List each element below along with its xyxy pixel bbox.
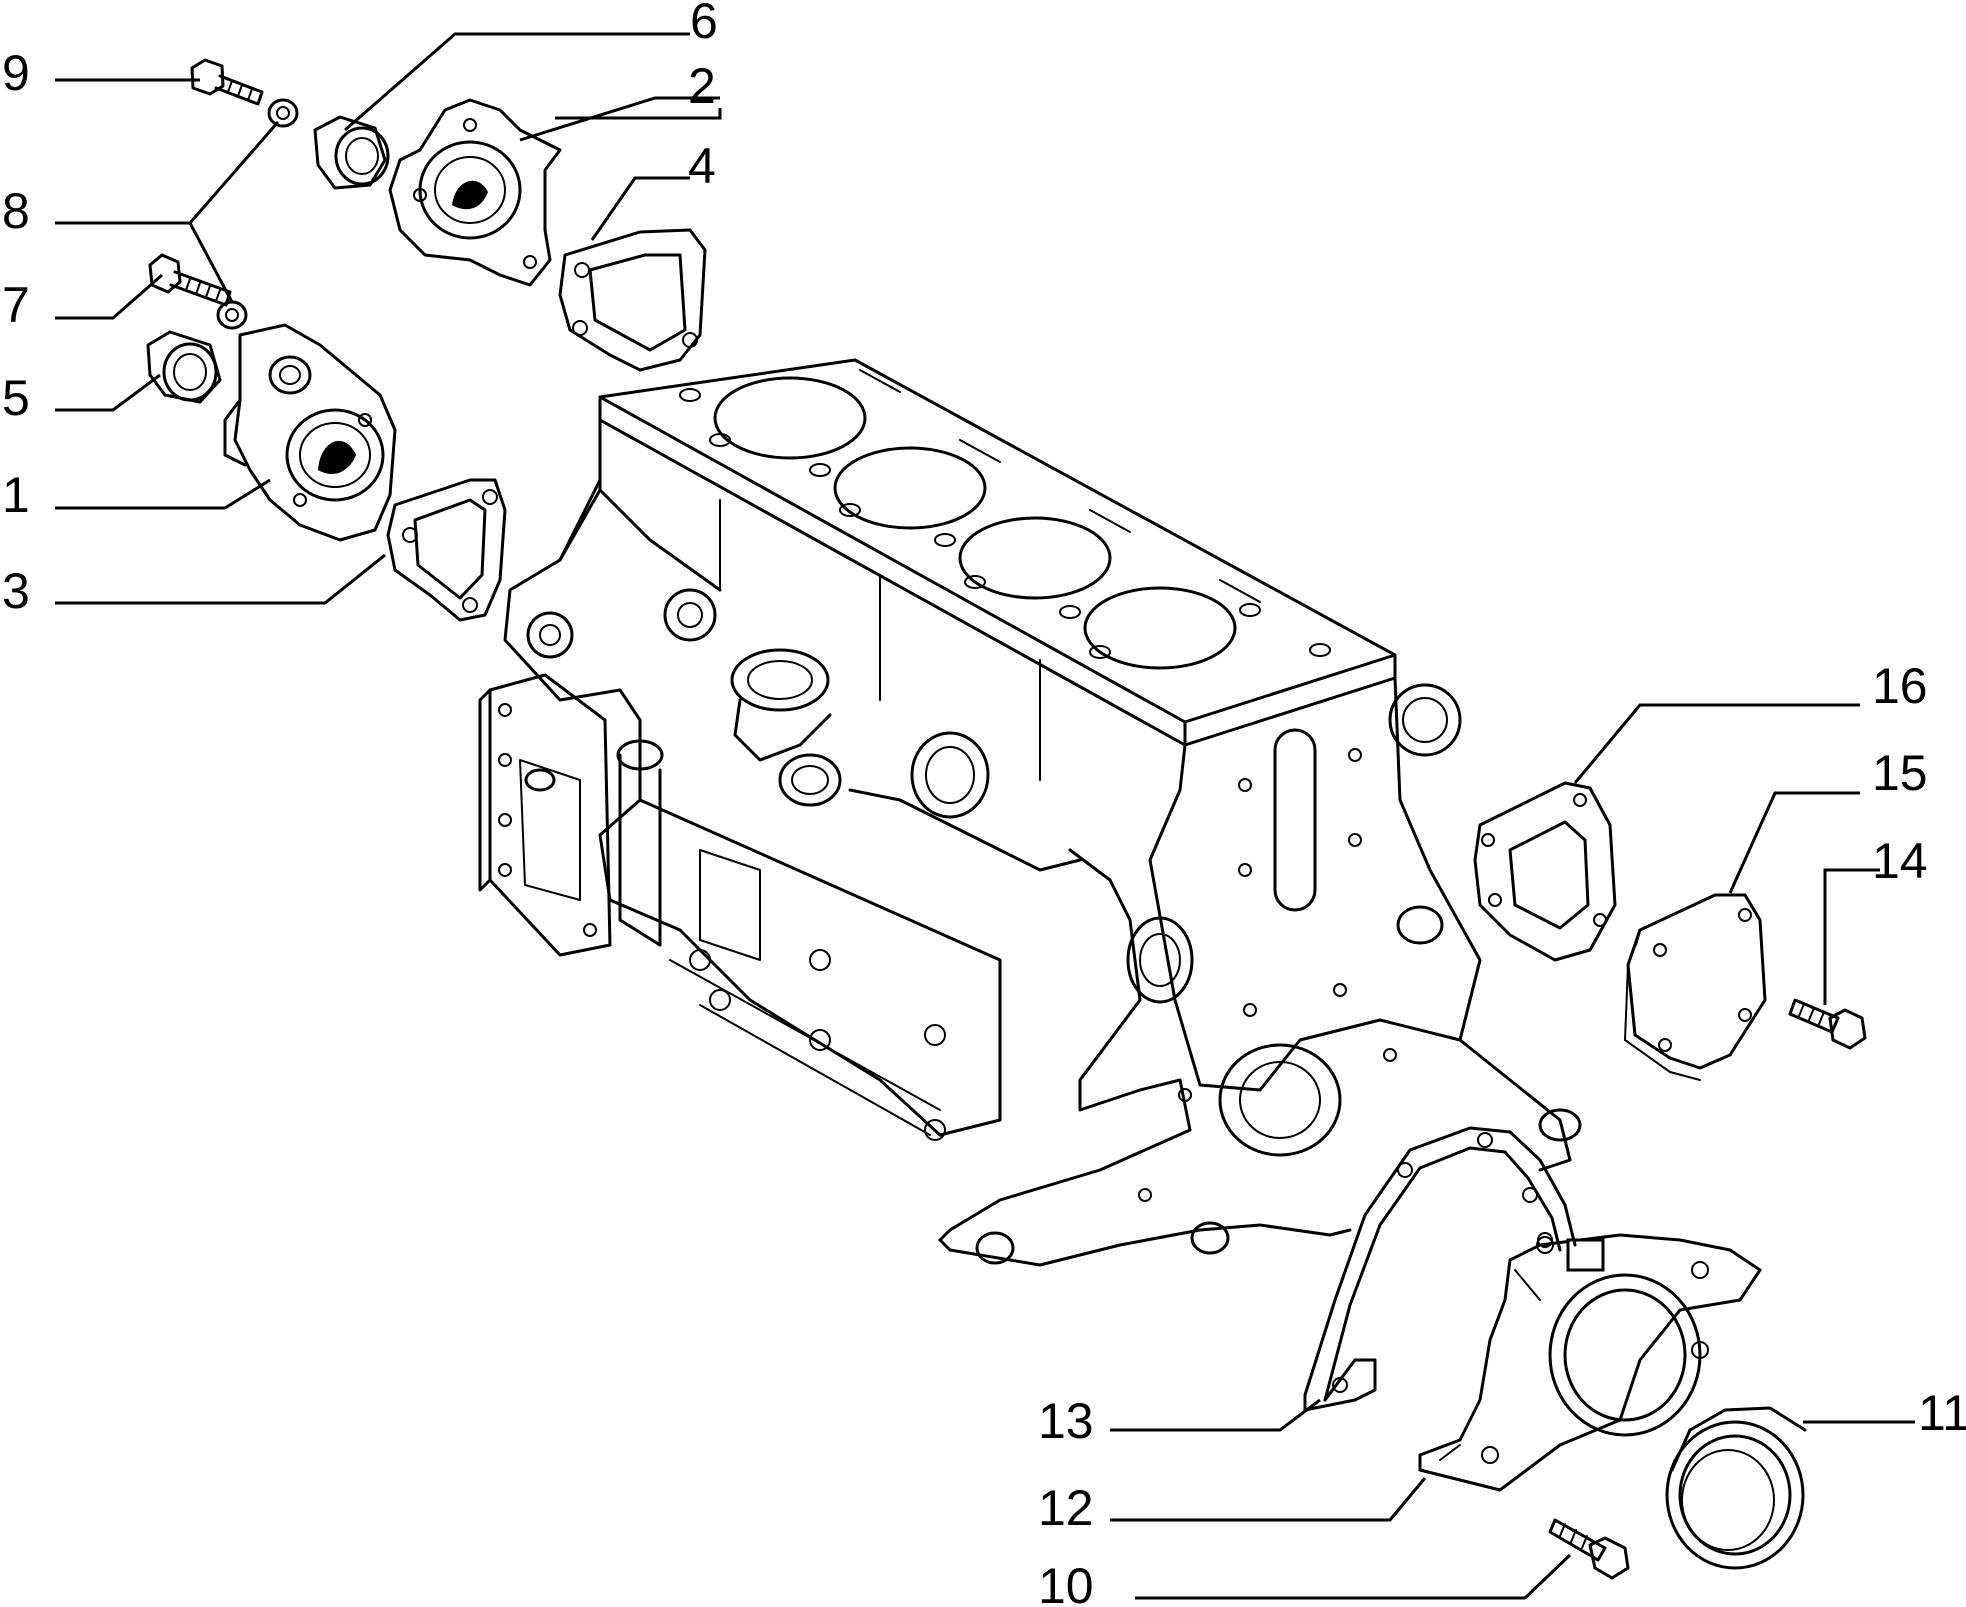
leader-8-upper bbox=[188, 121, 280, 224]
callout-8: 8 bbox=[2, 183, 30, 239]
leader-15 bbox=[1728, 791, 1860, 894]
part-13-rear-gasket bbox=[1303, 1126, 1577, 1412]
part-3-lower-gasket bbox=[386, 478, 507, 622]
leader-4 bbox=[590, 176, 690, 241]
leader-12 bbox=[1110, 1477, 1427, 1522]
leader-5 bbox=[55, 373, 161, 412]
leader-1 bbox=[55, 478, 271, 510]
part-12-seal-carrier bbox=[1418, 1233, 1762, 1492]
part-1-water-pump-housing bbox=[223, 323, 397, 542]
callout-14: 14 bbox=[1872, 833, 1928, 889]
leader-14-top bbox=[1823, 868, 1880, 885]
part-2-upper-flange bbox=[388, 98, 562, 287]
part-14-cover-bolt bbox=[1788, 998, 1867, 1050]
callout-2: 2 bbox=[688, 58, 716, 114]
leader-6 bbox=[344, 32, 690, 132]
part-9-upper-bolt bbox=[190, 58, 264, 106]
part-4-upper-gasket bbox=[558, 228, 707, 372]
leader-3 bbox=[55, 553, 386, 605]
part-11-oil-seal bbox=[1665, 1406, 1807, 1570]
part-7-lower-bolt bbox=[148, 253, 232, 307]
leader-10 bbox=[1135, 1553, 1572, 1600]
part-16-cover-gasket bbox=[1473, 781, 1617, 962]
callout-16: 16 bbox=[1872, 658, 1928, 714]
part-5-lower-seal-ring bbox=[146, 330, 222, 404]
leader-lines bbox=[55, 32, 1915, 1600]
part-15-cover-plate bbox=[1624, 893, 1767, 1081]
callout-9: 9 bbox=[2, 45, 30, 101]
callout-3: 3 bbox=[2, 563, 30, 619]
callout-10: 10 bbox=[1038, 1558, 1094, 1607]
callout-4: 4 bbox=[688, 138, 716, 194]
callout-1: 1 bbox=[2, 467, 30, 523]
leader-2-link bbox=[519, 96, 720, 142]
callout-12: 12 bbox=[1038, 1480, 1094, 1536]
part-6-upper-seal-ring bbox=[313, 115, 390, 190]
leader-16 bbox=[1573, 703, 1860, 784]
engine-block bbox=[478, 358, 1582, 1267]
callout-5: 5 bbox=[2, 370, 30, 426]
callout-13: 13 bbox=[1038, 1393, 1094, 1449]
callout-11: 11 bbox=[1918, 1385, 1966, 1441]
leader-7 bbox=[55, 273, 163, 320]
callout-15: 15 bbox=[1872, 745, 1928, 801]
leader-13 bbox=[1110, 1398, 1321, 1432]
callout-6: 6 bbox=[690, 0, 718, 49]
part-10-flange-bolt bbox=[1548, 1518, 1630, 1580]
leader-2 bbox=[555, 108, 722, 120]
callout-7: 7 bbox=[2, 277, 30, 333]
